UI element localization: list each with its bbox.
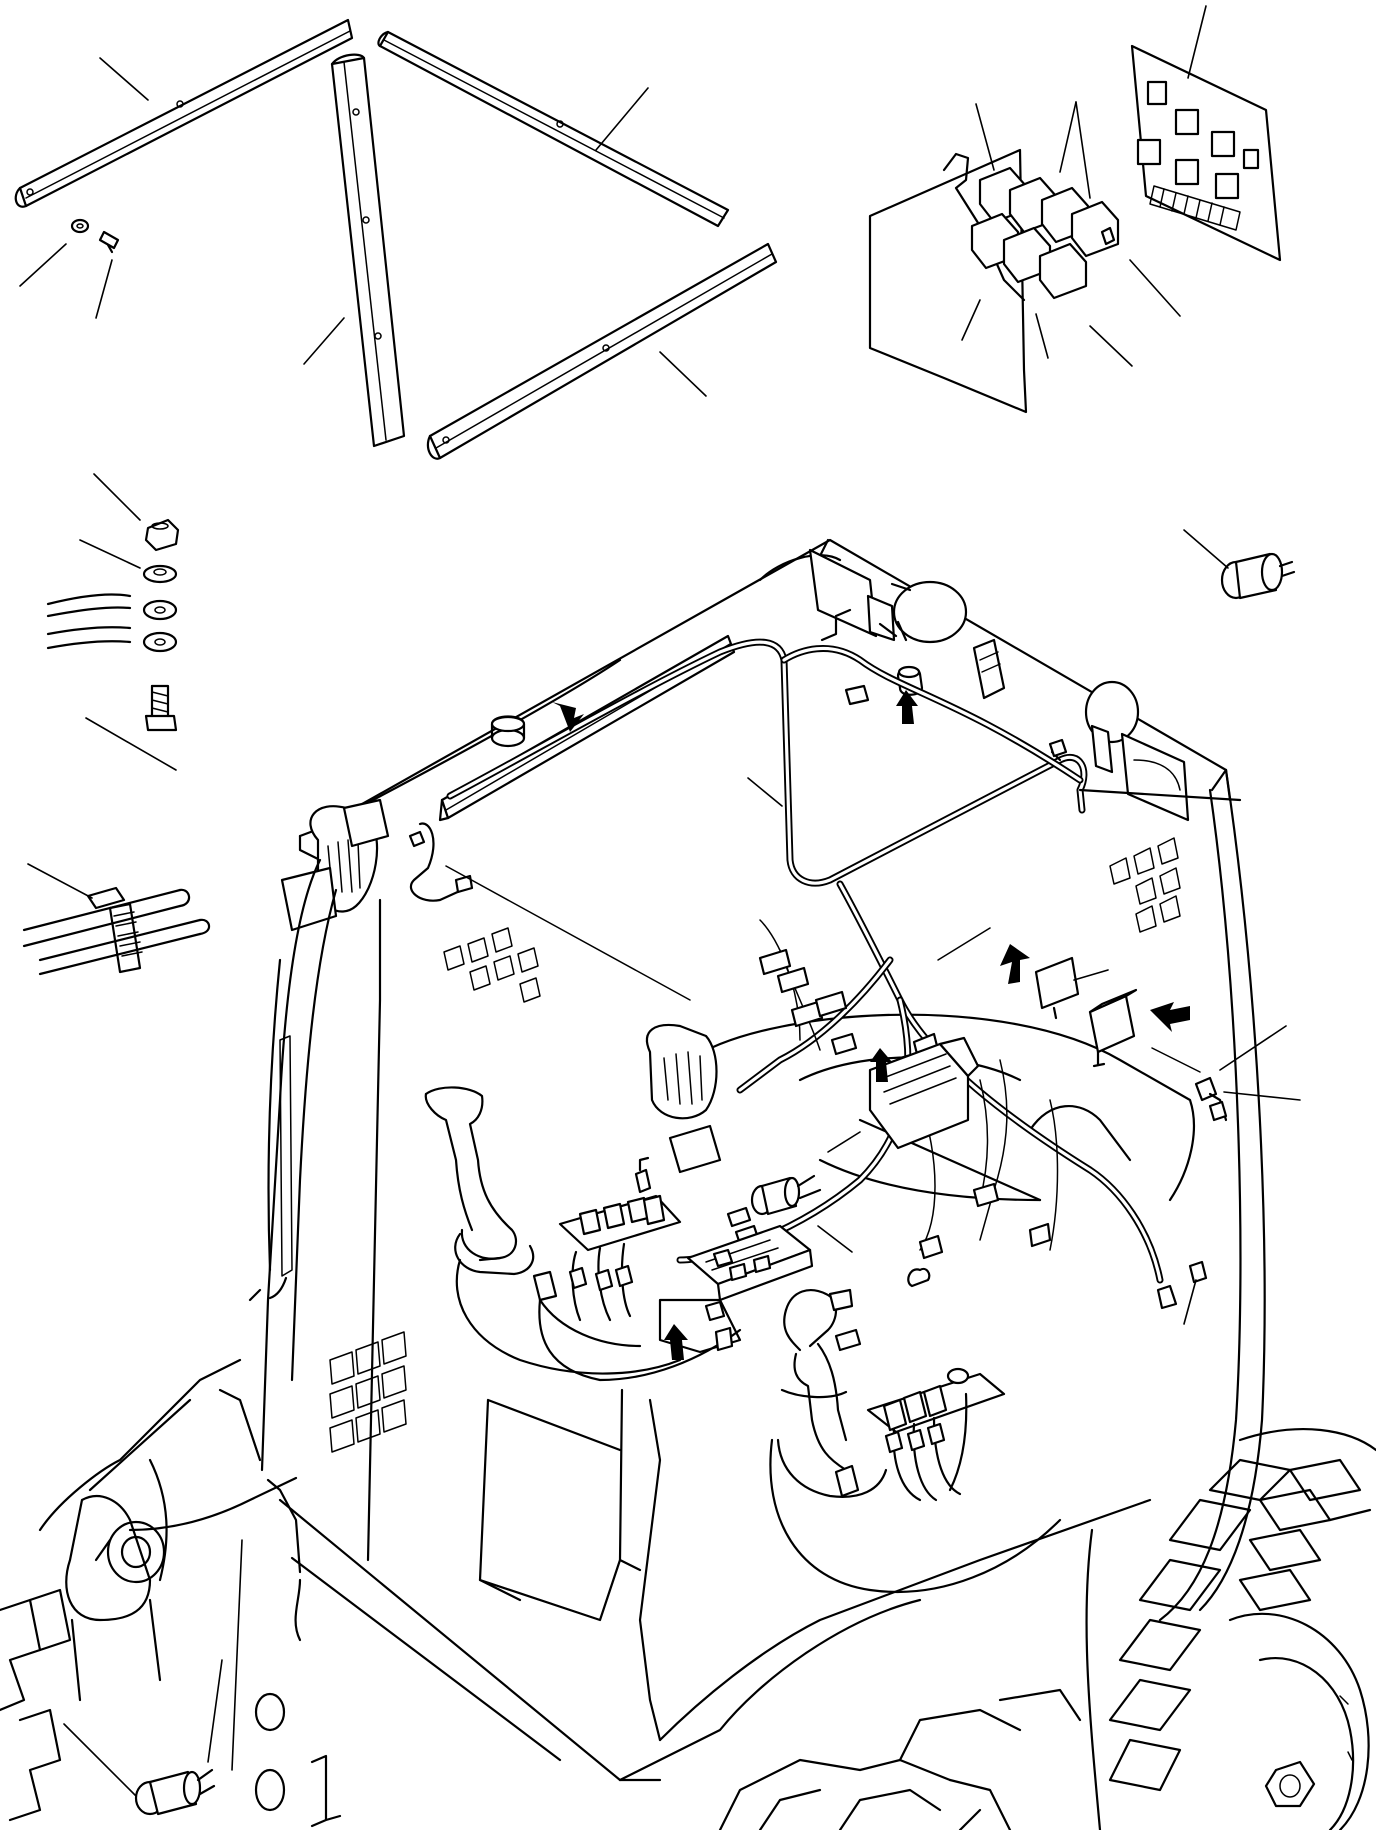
relay-group [970, 166, 1120, 300]
roof-knob [490, 715, 526, 748]
vent-grid-left [443, 927, 541, 1003]
instrument-panel [658, 1224, 814, 1354]
rear-tire-right [1085, 1427, 1376, 1830]
cab-floor-tray [688, 1013, 1196, 1202]
key-switch [634, 1156, 666, 1226]
sensor-right [1156, 1260, 1208, 1310]
front-tire-left [0, 1588, 72, 1822]
assembly-leaders [445, 865, 1201, 1073]
front-tire-bottom [718, 1688, 1082, 1830]
panel-switch-bottom-left [134, 1768, 216, 1816]
roof-wire-harness [408, 608, 1088, 902]
relay-unit-cab-lower [1088, 988, 1138, 1068]
trim-washer [70, 218, 90, 234]
panel-holes-bottom [254, 1692, 342, 1828]
right-joystick [769, 1288, 1062, 1594]
vent-grid-lower-left [329, 1331, 407, 1453]
callout-leaders [19, 5, 1301, 1797]
relay-box-bracket [868, 148, 1028, 414]
trim-strip-left-vertical [330, 53, 406, 448]
fuse-board [1130, 44, 1282, 262]
work-lamp-front-left [280, 798, 390, 932]
nut [144, 518, 180, 552]
right-switch-cluster [834, 1367, 1006, 1502]
washer [142, 564, 178, 584]
ignition-switch [726, 1174, 822, 1246]
push-switch-top-right [1220, 552, 1296, 600]
vent-grid-right [1109, 837, 1181, 933]
beacon-lamp [972, 638, 1006, 700]
left-joystick [424, 1086, 682, 1375]
work-lamp-rear-right [1084, 680, 1190, 822]
trim-strip-lower [426, 242, 778, 460]
front-work-lamp-cab [645, 1024, 722, 1174]
ring-terminal-lower [46, 626, 178, 653]
fuse-holder-block [868, 1036, 980, 1150]
relay-unit-cab-upper [1034, 956, 1080, 1020]
trim-screw [98, 230, 120, 254]
connector-right [1194, 1076, 1228, 1122]
cable-tie-assembly [22, 886, 211, 976]
pointer-arrows [552, 690, 1190, 1360]
trim-strip-top-right [377, 30, 730, 228]
left-switch-cluster [532, 1194, 742, 1382]
ring-terminal-upper [46, 593, 178, 621]
work-lamp-rear-left [808, 548, 968, 644]
lift-arm-left [38, 1358, 262, 1702]
bolt [144, 684, 178, 732]
trim-strip-top-left [14, 18, 354, 208]
cab-body [128, 768, 1266, 1782]
